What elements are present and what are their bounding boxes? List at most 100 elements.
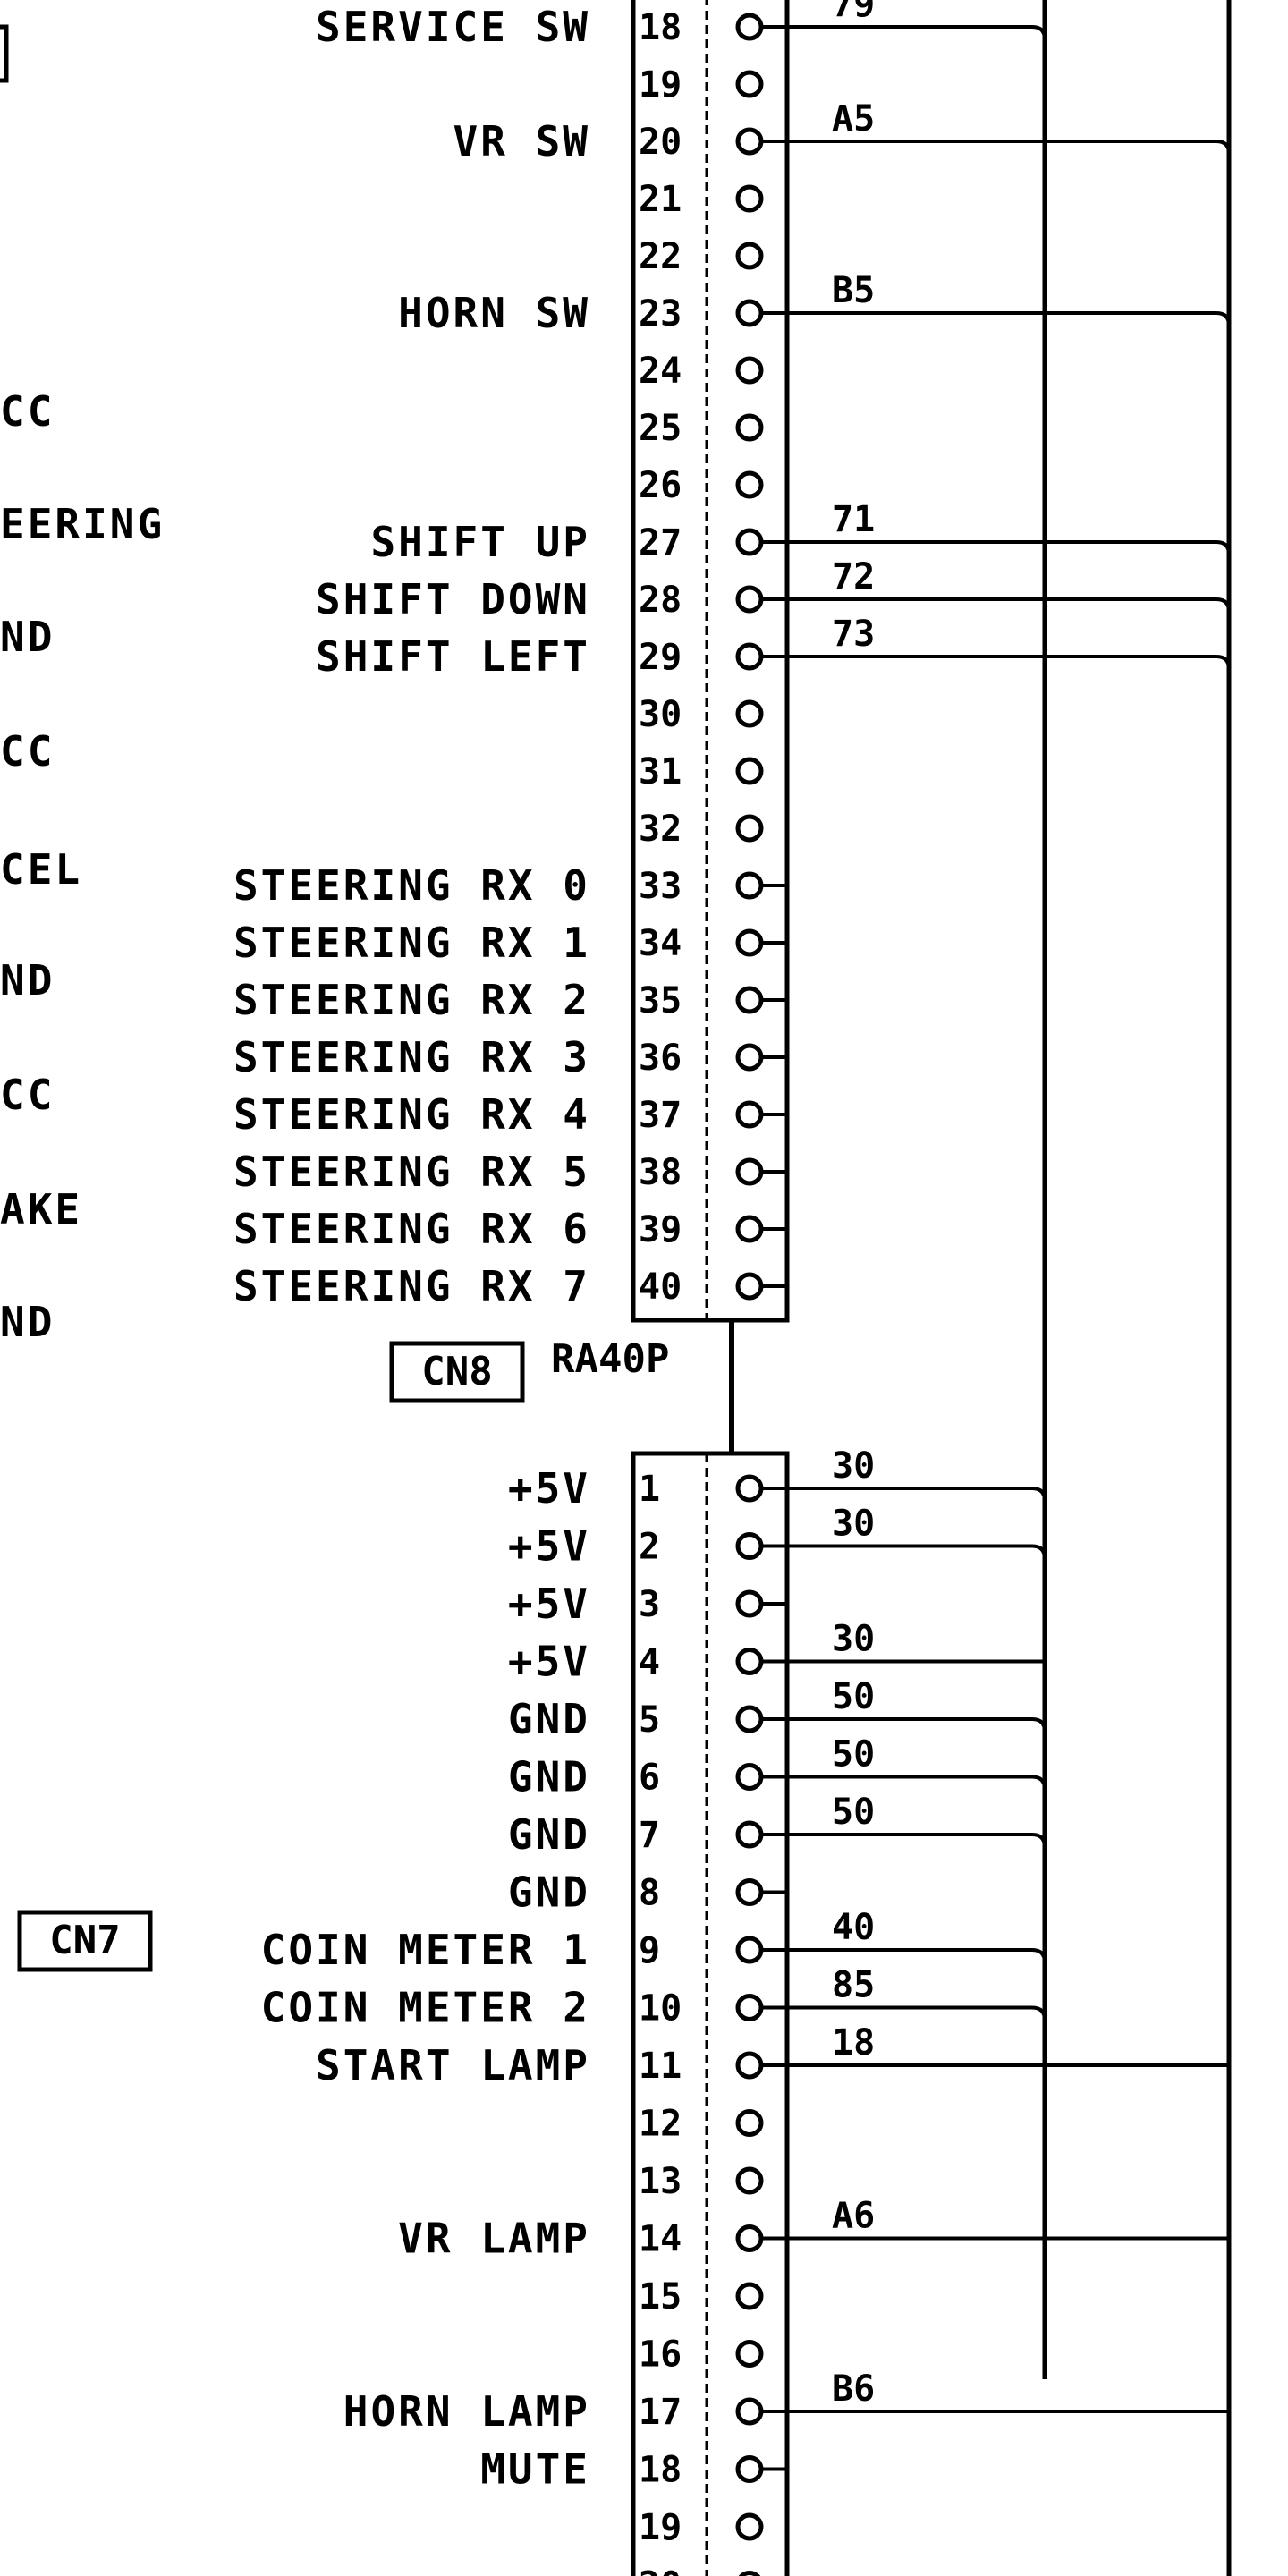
signal-label: STEERING RX 6 xyxy=(233,1205,590,1253)
pin-terminal-circle xyxy=(735,871,764,900)
pin-number: 30 xyxy=(639,694,682,735)
left-fragment-label: CC xyxy=(0,1071,55,1119)
left-fragment-label: ND xyxy=(0,1298,55,1346)
pin-terminal-circle xyxy=(735,2224,764,2252)
lower-pin-12: 12 xyxy=(639,2104,764,2145)
pin-terminal-circle xyxy=(735,699,764,728)
pin-number: 28 xyxy=(639,580,682,621)
pin-terminal-circle xyxy=(735,2455,764,2483)
left-fragment-label: CC xyxy=(0,727,55,775)
pin-number: 39 xyxy=(639,1209,682,1250)
pin-terminal-circle xyxy=(735,13,764,41)
signal-label: +5V xyxy=(508,1522,590,1571)
pin-terminal-circle xyxy=(738,2571,761,2576)
pin-number: 15 xyxy=(639,2276,682,2318)
pin-number: 14 xyxy=(639,2219,682,2260)
signal-label: GND xyxy=(508,1695,590,1743)
pin-number: 40 xyxy=(639,1267,682,1308)
lower-pin-20: 20 xyxy=(639,2565,761,2576)
pin-terminal-circle xyxy=(735,1272,764,1301)
upper-pin-32: 32 xyxy=(639,809,764,850)
left-fragment-label: EERING xyxy=(0,500,165,548)
upper-pin-39: 39 STEERING RX 6 xyxy=(233,1205,787,1253)
cn7-connector-body xyxy=(631,1451,790,2576)
wire-code: 79 xyxy=(832,0,875,25)
signal-label: VR LAMP xyxy=(398,2215,590,2263)
wire-route xyxy=(787,1544,1046,1588)
pin-terminal-circle xyxy=(735,2397,764,2426)
wire-route xyxy=(787,1833,1046,1876)
left-fragment-label: AKE xyxy=(0,1185,82,1233)
signal-label: STEERING RX 4 xyxy=(233,1090,590,1139)
wire-code: B5 xyxy=(832,270,875,311)
upper-pin-26: 26 xyxy=(639,465,764,506)
pin-terminal-circle xyxy=(735,1532,764,1560)
wire-route xyxy=(787,597,1231,640)
pin-number: 7 xyxy=(639,1815,660,1856)
wire-code: 18 xyxy=(832,2022,875,2063)
cn8-label-box xyxy=(389,1341,525,1403)
pin-terminal-circle xyxy=(735,528,764,556)
pin-terminal-circle xyxy=(735,1157,764,1186)
signal-label: MUTE xyxy=(480,2445,590,2494)
signal-label: HORN SW xyxy=(398,289,590,337)
upper-pin-19: 19 xyxy=(639,64,764,106)
upper-pin-25: 25 xyxy=(639,408,764,449)
wire-route xyxy=(787,655,1231,698)
pin-number: 16 xyxy=(639,2334,682,2376)
wire-code: 40 xyxy=(832,1907,875,1948)
pin-number: 23 xyxy=(639,293,682,335)
lower-pin-13: 13 xyxy=(639,2161,764,2202)
wire-code: 50 xyxy=(832,1792,875,1833)
wire-route xyxy=(787,1948,1046,1991)
signal-label: VR SW xyxy=(453,117,590,165)
left-fragment-label: ND xyxy=(0,613,55,661)
pin-terminal-circle xyxy=(735,1100,764,1129)
pin-terminal-circle xyxy=(735,2512,764,2541)
pin-terminal-circle xyxy=(735,642,764,671)
pin-number: 26 xyxy=(639,465,682,506)
signal-label: HORN LAMP xyxy=(343,2387,590,2436)
pin-number: 29 xyxy=(639,637,682,678)
signal-label: STEERING RX 0 xyxy=(233,861,590,910)
pin-terminal-circle xyxy=(735,2166,764,2195)
pin-number: 34 xyxy=(639,923,682,964)
pin-number: 2 xyxy=(639,1527,660,1568)
wire-route xyxy=(787,311,1231,354)
wire-route xyxy=(787,1775,1046,1818)
signal-label: SERVICE SW xyxy=(316,3,590,51)
signal-label: +5V xyxy=(508,1638,590,1686)
wire-code: A6 xyxy=(832,2196,875,2237)
pin-terminal-circle xyxy=(735,1589,764,1618)
wire-code: 73 xyxy=(832,614,875,655)
wire-route xyxy=(787,25,1046,68)
pin-number: 3 xyxy=(639,1584,660,1625)
pin-number: 31 xyxy=(639,751,682,792)
signal-label: STEERING RX 3 xyxy=(233,1033,590,1081)
pin-number: 1 xyxy=(639,1469,660,1510)
signal-label: STEERING RX 1 xyxy=(233,919,590,967)
pin-terminal-circle xyxy=(735,356,764,385)
lower-pin-3: 3 +5V xyxy=(508,1580,787,1628)
signal-label: +5V xyxy=(508,1580,590,1628)
pin-number: 13 xyxy=(639,2161,682,2202)
pin-terminal-circle xyxy=(735,1936,764,1964)
upper-pin-21: 21 xyxy=(639,179,764,220)
pin-number: 35 xyxy=(639,980,682,1021)
